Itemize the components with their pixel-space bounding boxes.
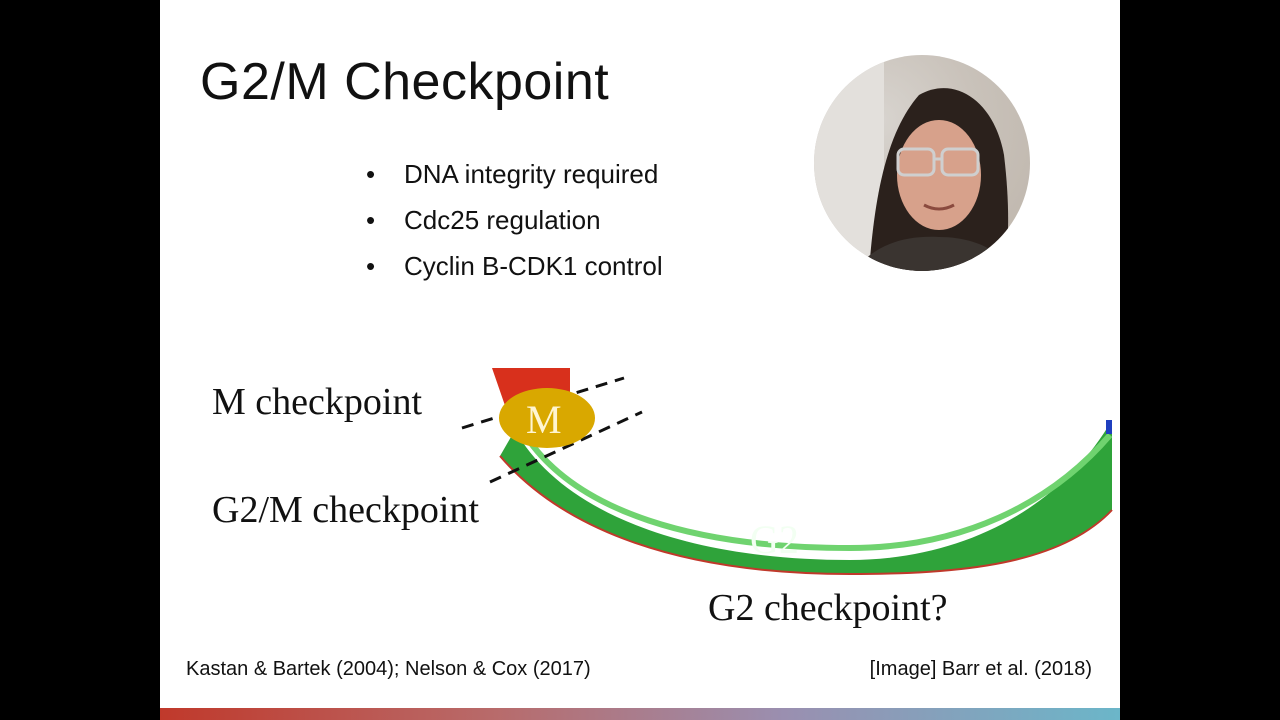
g2-phase-label: G2 (750, 517, 799, 562)
bullet-list: • DNA integrity required • Cdc25 regulat… (366, 150, 663, 288)
bullet-text: Cyclin B-CDK1 control (404, 251, 663, 281)
bullet-item: • Cyclin B-CDK1 control (366, 242, 663, 288)
m-phase-marker (499, 388, 595, 448)
presenter-portrait (814, 55, 1014, 271)
slide-title: G2/M Checkpoint (200, 53, 610, 111)
g2m-checkpoint-label: G2/M checkpoint (212, 489, 480, 531)
presenter-avatar (814, 55, 1030, 271)
bullet-item: • Cdc25 regulation (366, 196, 663, 242)
bullet-text: DNA integrity required (404, 159, 659, 189)
bullet-marker: • (366, 205, 376, 235)
footer-citation-right: [Image] Barr et al. (2018) (869, 658, 1092, 680)
cell-cycle-diagram (461, 368, 1113, 576)
bullet-text: Cdc25 regulation (404, 205, 601, 235)
bullet-marker: • (366, 251, 376, 281)
bullet-item: • DNA integrity required (366, 150, 663, 196)
m-phase-label: M (526, 397, 562, 442)
bullet-marker: • (366, 159, 376, 189)
g2-phase-band (500, 420, 1112, 574)
g2-checkpoint-label: G2 checkpoint? (708, 587, 948, 629)
g2m-checkpoint-line (489, 410, 643, 484)
m-checkpoint-label: M checkpoint (212, 381, 423, 423)
footer-citation-left: Kastan & Bartek (2004); Nelson & Cox (20… (186, 658, 591, 680)
bottom-accent-bar (160, 708, 1120, 720)
slide: G2/M Checkpoint • DNA integrity required… (160, 0, 1120, 720)
